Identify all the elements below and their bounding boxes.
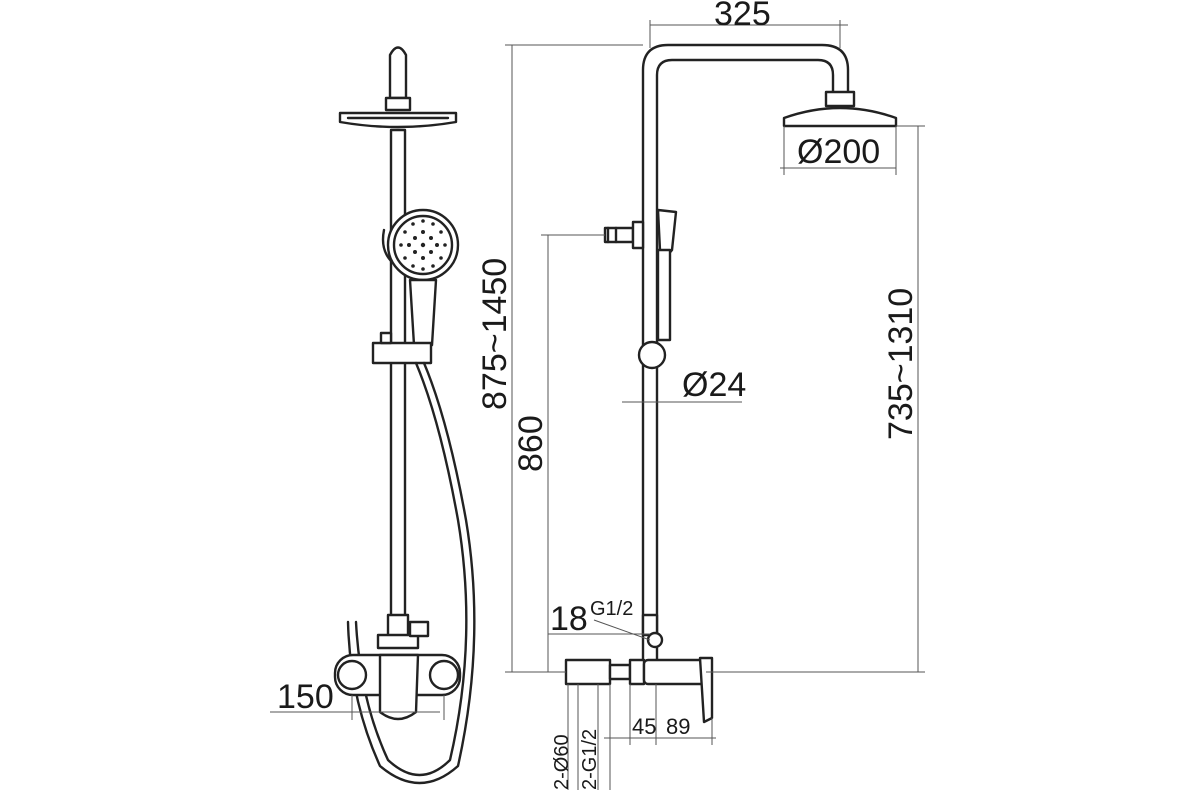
leader-outlet-thread <box>593 619 651 641</box>
label-total-height: 875~1450 <box>476 258 514 410</box>
front-hose-outer <box>354 361 468 777</box>
front-diverter-body <box>386 613 410 639</box>
front-handheld-nozzles <box>399 219 447 271</box>
label-outlet-thread: G1/2 <box>590 598 633 620</box>
side-slider-knob <box>637 340 667 370</box>
front-diverter-base <box>376 633 420 650</box>
side-outlet <box>646 631 664 649</box>
front-mixer-right-cap <box>428 659 460 691</box>
front-diverter-knob <box>408 620 430 638</box>
side-inlet-nut <box>608 663 632 681</box>
label-depth-b: 89 <box>666 714 690 739</box>
front-rod-tip <box>388 46 408 100</box>
front-handheld-grip <box>408 278 438 350</box>
side-overhead-head <box>782 106 898 128</box>
front-mixer-lever <box>378 653 420 721</box>
label-adjust-height: 735~1310 <box>882 288 920 440</box>
side-escutcheon <box>564 658 612 686</box>
label-depth-a: 45 <box>632 714 656 739</box>
label-head-diameter: Ø200 <box>797 133 880 171</box>
side-handheld-head <box>656 208 678 256</box>
front-slider-knob <box>379 331 393 345</box>
front-mixer-left-cap <box>336 659 368 691</box>
label-mixer-spacing: 150 <box>277 678 334 716</box>
front-overhead-head <box>338 111 458 129</box>
side-bracket-plate <box>631 220 645 250</box>
label-head-offset: 325 <box>714 0 771 33</box>
side-arm-outer <box>641 43 850 662</box>
side-eccentric <box>628 658 646 686</box>
side-view: 325 Ø200 875~1450 860 Ø24 735~1310 18 G1… <box>476 0 925 790</box>
label-inlet-threads: 2-G1/2 <box>579 729 601 790</box>
side-mixer-body <box>642 658 708 686</box>
front-head-connector <box>384 96 412 112</box>
front-view: 150 <box>270 46 476 785</box>
side-arm-inner <box>655 58 835 662</box>
label-escutcheon: 2-Ø60 <box>551 734 573 790</box>
label-handheld-height: 860 <box>512 415 550 472</box>
front-riser-pipe <box>389 128 407 624</box>
front-handheld-bracket-top <box>381 228 394 264</box>
label-pipe-diameter: Ø24 <box>682 366 746 404</box>
front-slider-holder <box>371 341 433 365</box>
side-head-connector <box>824 90 856 108</box>
front-hose-inner <box>346 361 476 785</box>
side-mixer-lever <box>698 656 714 724</box>
label-inlet-offset: 18 <box>550 600 588 638</box>
front-handheld-ring <box>392 214 454 276</box>
side-handheld-grip <box>656 248 672 342</box>
